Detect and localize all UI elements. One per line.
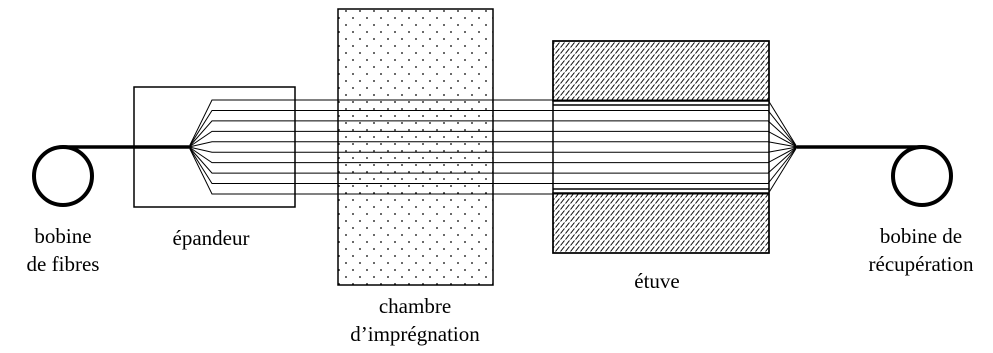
fibre-strand: [188, 141, 798, 148]
oven: [552, 40, 770, 254]
takeup-spool-label-line2: récupération: [869, 252, 974, 276]
impregnation-label-line2: d’imprégnation: [350, 322, 480, 346]
fiber-spool: [32, 145, 94, 207]
fibre-strand: [188, 99, 798, 148]
takeup-spool: [891, 145, 953, 207]
oven-lower-heater: [552, 192, 770, 254]
fibre-strand: [188, 146, 798, 195]
oven-label: étuve: [634, 269, 679, 293]
fibre-strand: [188, 146, 798, 164]
impregnation-label-line1: chambre: [379, 294, 451, 318]
oven-upper-heater: [552, 40, 770, 102]
fiber-spool-label-line1: bobine: [34, 224, 91, 248]
fiber-spool-label-line2: de fibres: [27, 252, 100, 276]
fibre-strand: [188, 146, 798, 174]
impregnation-chamber: [337, 8, 494, 286]
spreader-label: épandeur: [173, 226, 250, 250]
fibre-bundle: [188, 99, 798, 195]
takeup-spool-label-line1: bobine de: [880, 224, 962, 248]
fibre-strand: [188, 146, 798, 185]
fibre-strand: [188, 109, 798, 148]
fibre-strand: [188, 146, 798, 153]
fibre-strand: [188, 120, 798, 148]
fibre-strand: [188, 130, 798, 148]
